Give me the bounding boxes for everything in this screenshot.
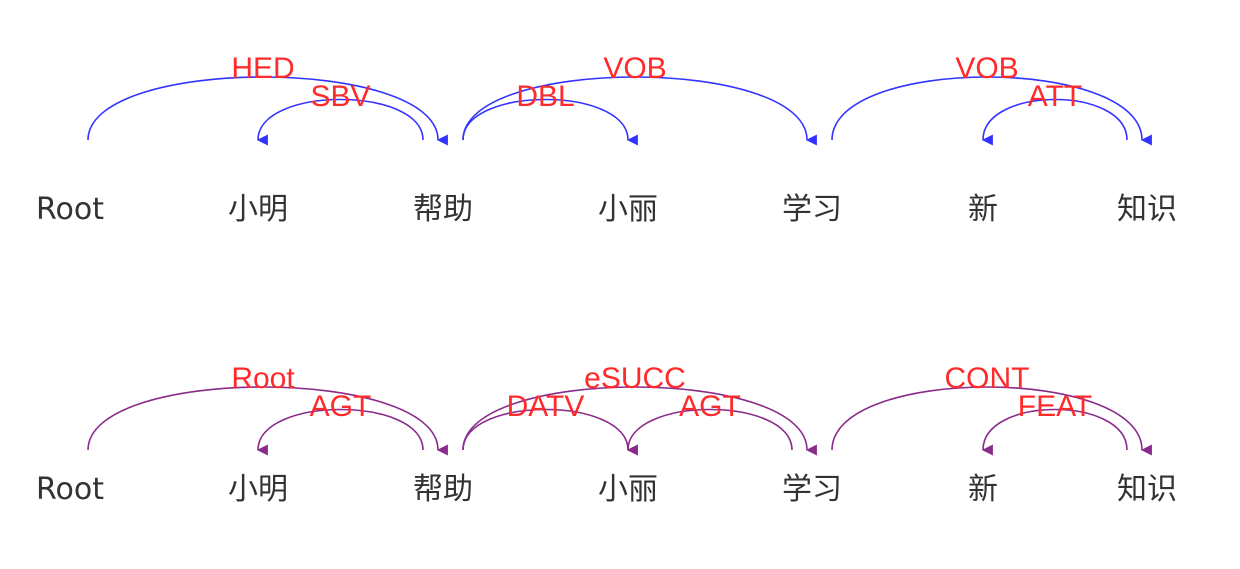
arc-label: DBL — [516, 80, 574, 113]
dependency-arc — [831, 76, 1152, 146]
arc-label: AGT — [310, 390, 372, 423]
dependency-arc — [256, 408, 424, 456]
arc-label: VOB — [955, 52, 1018, 85]
token: 新 — [968, 472, 998, 507]
arc-label: VOB — [603, 52, 666, 85]
dependency-arc — [462, 386, 817, 456]
token: 小丽 — [598, 192, 658, 227]
token: Root — [36, 192, 104, 227]
dependency-arc — [87, 76, 448, 146]
arc-label: FEAT — [1018, 390, 1092, 423]
dependency-arc — [462, 76, 817, 146]
dependency-arc — [462, 98, 638, 146]
token: 学习 — [782, 192, 842, 227]
dependency-arc — [981, 98, 1128, 146]
dependency-arc — [462, 408, 638, 456]
diagram-syntactic: Root 小明 帮助 小丽 学习 新 知识 HED SBV VOB DBL VOB ATT — [36, 52, 1177, 227]
token: 知识 — [1117, 472, 1177, 507]
arc-label: eSUCC — [584, 362, 686, 395]
arc-label: CONT — [945, 362, 1030, 395]
token: 小明 — [228, 472, 288, 507]
dependency-arc — [87, 386, 448, 456]
token: 帮助 — [413, 472, 473, 507]
token: 帮助 — [413, 192, 473, 227]
arc-label: AGT — [679, 390, 741, 423]
token: 小明 — [228, 192, 288, 227]
dependency-arc — [831, 386, 1152, 456]
arc-label: HED — [231, 52, 294, 85]
arc-label: ATT — [1028, 80, 1082, 113]
token: 学习 — [782, 472, 842, 507]
token: Root — [36, 472, 104, 507]
dependency-arc — [626, 408, 793, 456]
dependency-arc — [981, 408, 1128, 456]
token: 知识 — [1117, 192, 1177, 227]
arc-label: DATV — [507, 390, 585, 423]
dependency-arc — [256, 98, 424, 146]
arc-label: SBV — [310, 80, 370, 113]
token: 新 — [968, 192, 998, 227]
arc-label: Root — [231, 362, 295, 395]
token: 小丽 — [598, 472, 658, 507]
